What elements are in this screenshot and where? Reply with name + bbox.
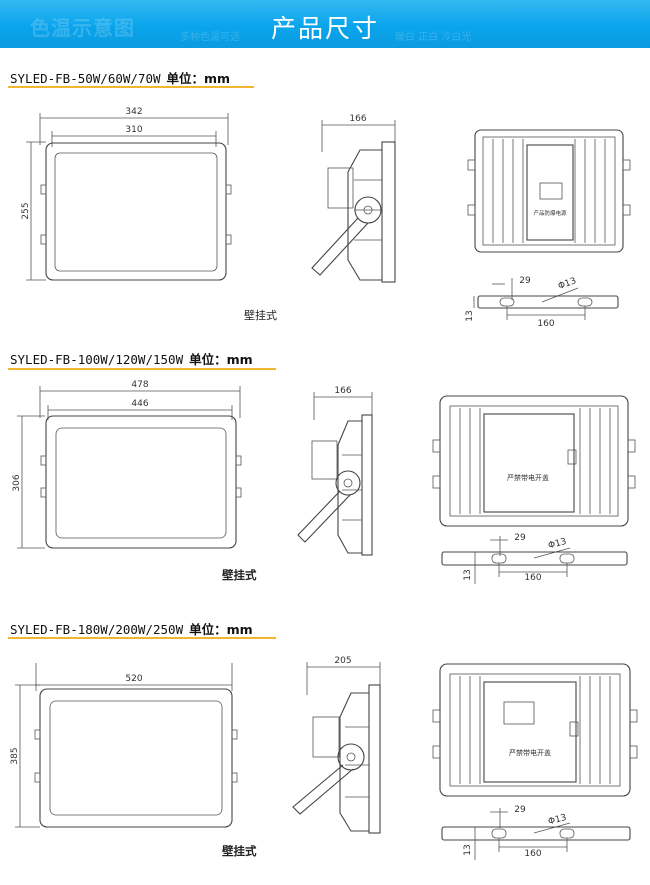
dim-outer-width: 520 — [125, 674, 142, 684]
front-view-3: 520 385 — [10, 663, 238, 828]
dim-height: 306 — [12, 474, 22, 491]
banner-watermark-sub1: 多种色温可选 — [180, 32, 240, 43]
back-plate-label: 严禁带电开盖 — [509, 748, 551, 757]
bracket-view-1: 29 Φ13 13 160 — [465, 276, 619, 329]
dim-thickness: 13 — [463, 569, 473, 580]
model-name: SYLED-FB-100W/120W/150W — [10, 352, 184, 367]
banner-watermark: 色温示意图 — [30, 16, 135, 40]
bracket-view-2: 29 Φ13 13 160 — [441, 533, 628, 584]
unit-label: 单位：mm — [189, 352, 253, 367]
dim-hole-span: 160 — [537, 319, 554, 329]
side-view-1: 166 — [311, 114, 396, 283]
dim-outer-width: 342 — [125, 107, 142, 117]
dim-height: 255 — [21, 202, 31, 219]
front-view-2: 478 446 306 — [12, 380, 242, 549]
header-banner: 色温示意图 多种色温可选 暖白 正白 冷白光 产品尺寸 — [0, 0, 650, 48]
mount-type-3: 壁挂式 — [222, 844, 257, 858]
back-plate-label: 产品防爆电源 — [533, 209, 567, 217]
model-label-3: SYLED-FB-180W/200W/250W 单位：mm — [10, 619, 253, 641]
mount-type-1: 壁挂式 — [244, 309, 277, 322]
dim-hole-diameter: Φ13 — [547, 537, 568, 551]
dim-inner-width: 446 — [131, 399, 148, 409]
dim-height: 385 — [10, 747, 20, 764]
mount-type-2: 壁挂式 — [222, 568, 257, 582]
dim-depth: 166 — [334, 386, 351, 396]
model-label-1: SYLED-FB-50W/60W/70W 单位：mm — [10, 68, 230, 90]
model-name: SYLED-FB-180W/200W/250W — [10, 622, 184, 637]
dim-hole-offset: 29 — [514, 533, 526, 543]
side-view-3: 205 — [292, 656, 381, 834]
dim-inner-width: 310 — [125, 125, 142, 135]
back-view-1: 产品防爆电源 — [467, 129, 631, 253]
unit-label: 单位：mm — [166, 71, 231, 86]
section-underline — [8, 368, 276, 370]
model-label-2: SYLED-FB-100W/120W/150W 单位：mm — [10, 349, 253, 371]
dim-hole-offset: 29 — [519, 276, 531, 286]
dim-hole-span: 160 — [524, 849, 541, 859]
back-plate-label: 严禁带电开盖 — [507, 473, 549, 482]
back-view-3: 严禁带电开盖 — [432, 663, 638, 797]
unit-label: 单位：mm — [189, 622, 253, 637]
dim-depth: 166 — [349, 114, 366, 124]
side-view-2: 166 — [297, 386, 373, 556]
back-view-2: 严禁带电开盖 — [432, 395, 636, 527]
dim-thickness: 13 — [463, 844, 473, 855]
dim-depth: 205 — [334, 656, 351, 666]
dim-hole-offset: 29 — [514, 805, 526, 815]
bracket-view-3: 29 Φ13 13 160 — [441, 805, 631, 860]
dim-hole-diameter: Φ13 — [547, 813, 568, 827]
model-name: SYLED-FB-50W/60W/70W — [10, 71, 161, 86]
section-underline — [8, 86, 254, 88]
page-title: 产品尺寸 — [270, 14, 379, 43]
dim-hole-span: 160 — [524, 573, 541, 583]
dim-thickness: 13 — [465, 310, 475, 321]
banner-watermark-sub2: 暖白 正白 冷白光 — [395, 32, 472, 43]
section-underline — [8, 637, 276, 639]
front-view-1: 342 310 255 — [21, 107, 232, 281]
dim-outer-width: 478 — [131, 380, 148, 390]
